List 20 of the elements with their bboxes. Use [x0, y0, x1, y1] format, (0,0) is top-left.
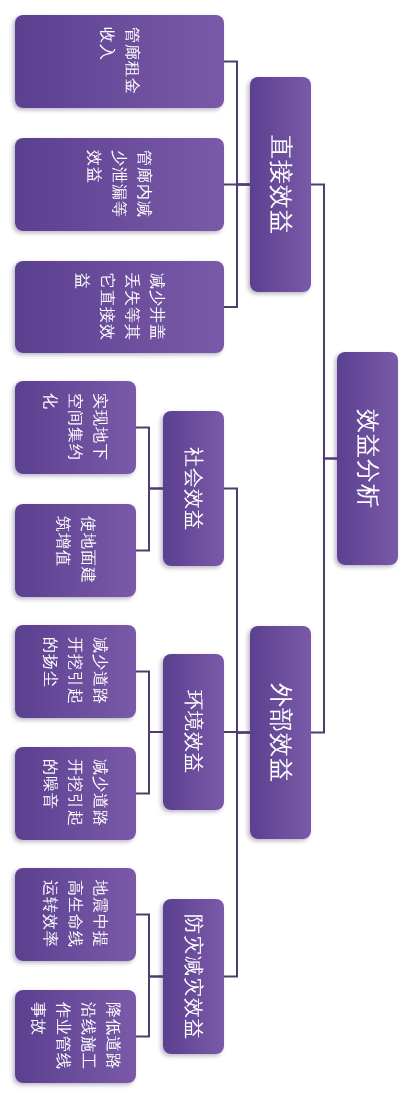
- leaf-box: 地震中提高生命线运转效率: [15, 868, 136, 961]
- leaf-box: 减少道路开挖引起的噪音: [15, 747, 136, 840]
- connector-line: [135, 487, 164, 552]
- leaf-box: 管廊租金收入: [15, 15, 224, 108]
- leaf-box: 使地面建筑增值: [15, 504, 136, 597]
- subcategory-box: 社会效益: [163, 411, 224, 566]
- leaf-box: 实现地下空间集约化: [15, 381, 136, 474]
- category-box: 外部效益: [250, 626, 311, 839]
- connector-line: [223, 731, 251, 978]
- connector-line: [223, 183, 251, 308]
- category-box: 直接效益: [250, 77, 311, 292]
- leaf-box: 降低道路沿线施工作业管线事故: [15, 990, 136, 1083]
- root-box: 效益分析: [337, 352, 398, 565]
- connector-line: [135, 975, 164, 1038]
- leaf-box: 减少道路开挖引起的扬尘: [15, 625, 136, 718]
- subcategory-box: 防灾减灾效益: [163, 899, 224, 1054]
- subcategory-box: 环境效益: [163, 654, 224, 810]
- connector-line: [310, 457, 338, 734]
- leaf-box: 管廊内减少泄漏等效益: [15, 138, 224, 231]
- leaf-box: 减少井盖丢失等其它直接效益: [15, 261, 224, 353]
